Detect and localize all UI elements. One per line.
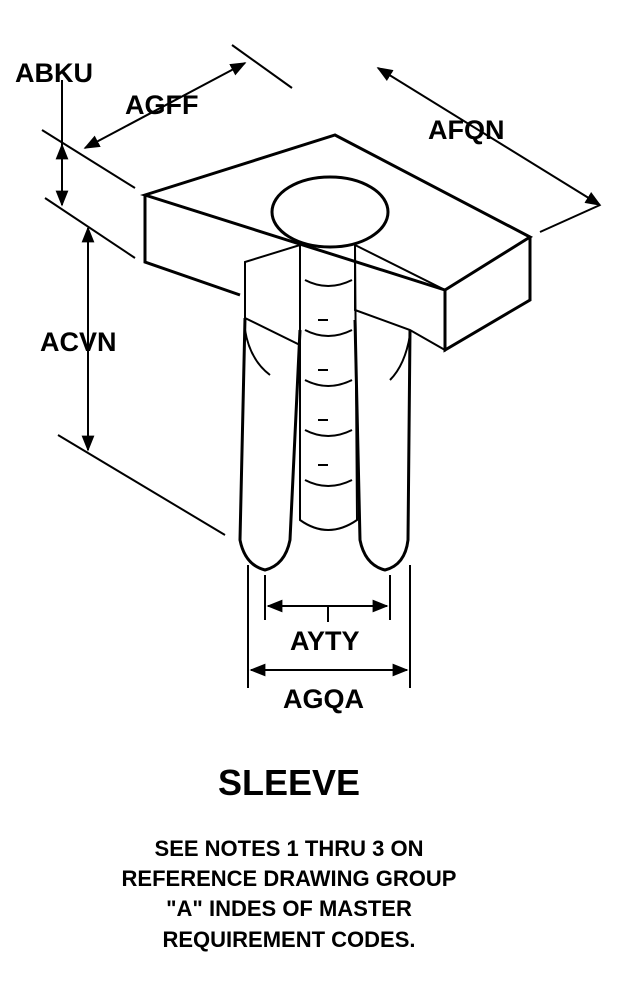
flange-block (140, 133, 534, 353)
note-line: "A" INDES OF MASTER (166, 896, 412, 921)
dimension-lines (41, 44, 602, 688)
note-line: REFERENCE DRAWING GROUP (122, 866, 457, 891)
note-line: SEE NOTES 1 THRU 3 ON (155, 836, 424, 861)
dimension-label-agqa: AGQA (283, 684, 364, 714)
sleeve-body (238, 244, 412, 572)
part-title: SLEEVE (218, 762, 360, 803)
dimension-label-afqn: AFQN (428, 115, 505, 145)
dimension-label-agff: AGFF (125, 90, 199, 120)
note-line: REQUIREMENT CODES. (162, 927, 415, 952)
dimension-label-abku: ABKU (15, 58, 93, 88)
dimension-label-ayty: AYTY (290, 626, 360, 656)
dimension-label-acvn: ACVN (40, 327, 117, 357)
